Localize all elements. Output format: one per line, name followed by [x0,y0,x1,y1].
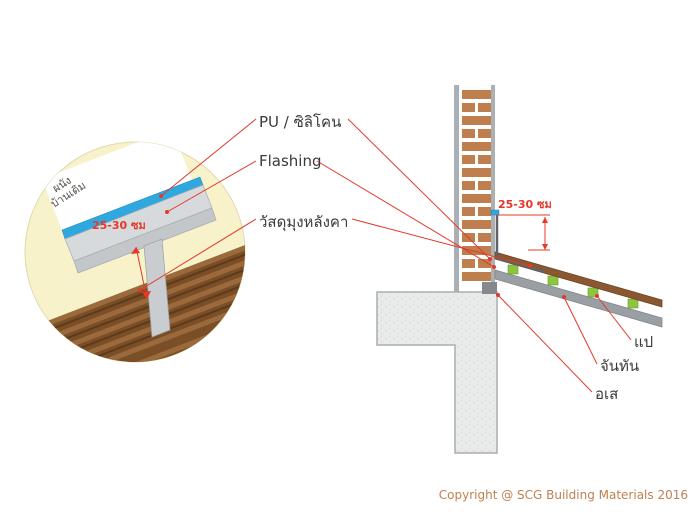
detail-dimension-arrow [131,246,151,300]
flashing-fold-face [73,207,217,274]
callout-pu-silicone: PU / ซิลิโคน [259,113,342,131]
label-purlin: แป [634,333,654,351]
copyright-text: Copyright @ SCG Building Materials 2016 [438,488,688,502]
beam-a-se [482,282,497,294]
flashing-vertical-leg [143,238,171,338]
pu-bead-section [490,209,500,216]
existing-wall [42,142,192,230]
label-rafter: จันทัน [600,357,640,375]
leader-lines [138,118,632,393]
callout-roofing-material: วัสดุมุงหลังคา [259,213,349,231]
concrete-structure [376,291,498,454]
detail-dimension-label: 25-30 ซม [92,219,146,232]
cross-section [376,85,663,454]
rafter-band [494,269,663,328]
label-beam: อเส [595,385,619,403]
callout-flashing: Flashing [259,152,322,170]
section-dimension-arrow [497,214,550,251]
brick-wall [454,85,495,292]
section-dimension-label: 25-30 ซม [498,198,552,211]
